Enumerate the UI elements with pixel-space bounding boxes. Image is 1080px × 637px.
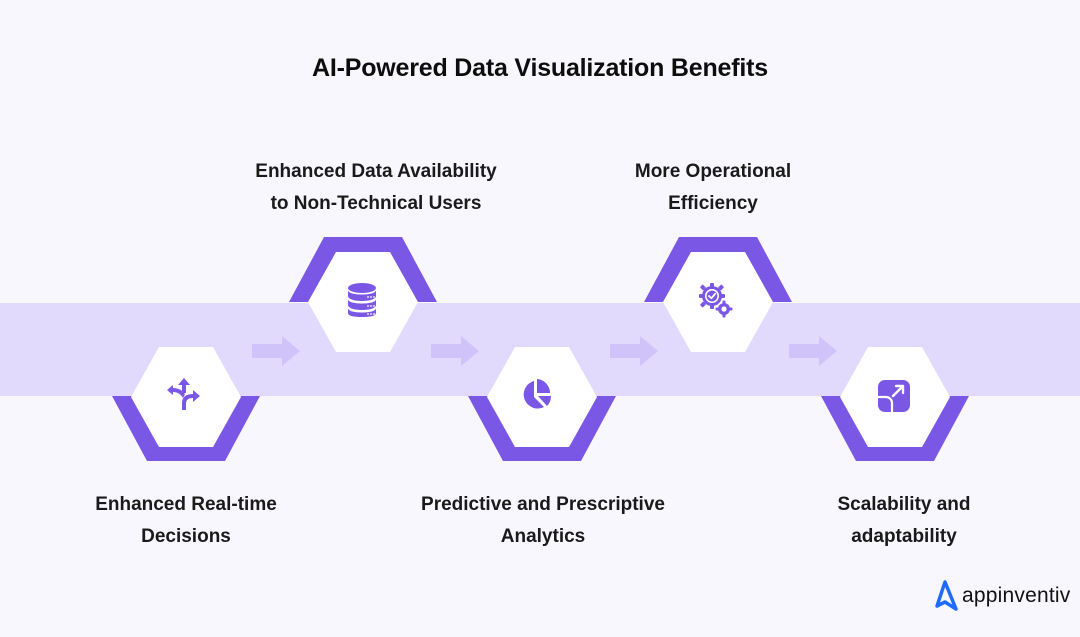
step-5-label: Scalability and adaptability bbox=[837, 494, 971, 547]
step-3-label: Predictive and Prescriptive Analytics bbox=[421, 494, 665, 547]
arrow-right-icon bbox=[431, 336, 479, 366]
step-2-label: Enhanced Data Availability to Non-Techni… bbox=[255, 161, 497, 214]
arrow-right-icon bbox=[789, 336, 837, 366]
pie-chart-icon bbox=[523, 379, 552, 409]
logo-text: appinventiv bbox=[962, 584, 1071, 607]
split-arrows-icon bbox=[167, 378, 200, 410]
scale-expand-icon bbox=[878, 380, 910, 412]
step-1-label: Enhanced Real-time Decisions bbox=[95, 494, 277, 547]
appinventiv-logo-icon bbox=[935, 580, 958, 611]
database-icon bbox=[348, 283, 376, 317]
hexagon-frame bbox=[289, 237, 437, 352]
gears-check-icon bbox=[699, 283, 733, 318]
appinventiv-logo: appinventiv bbox=[932, 580, 1070, 612]
page-title: AI-Powered Data Visualization Benefits bbox=[312, 54, 768, 82]
step-4-label: More Operational Efficiency bbox=[634, 161, 792, 214]
arrow-right-icon bbox=[252, 336, 300, 366]
arrow-right-icon bbox=[610, 336, 658, 366]
